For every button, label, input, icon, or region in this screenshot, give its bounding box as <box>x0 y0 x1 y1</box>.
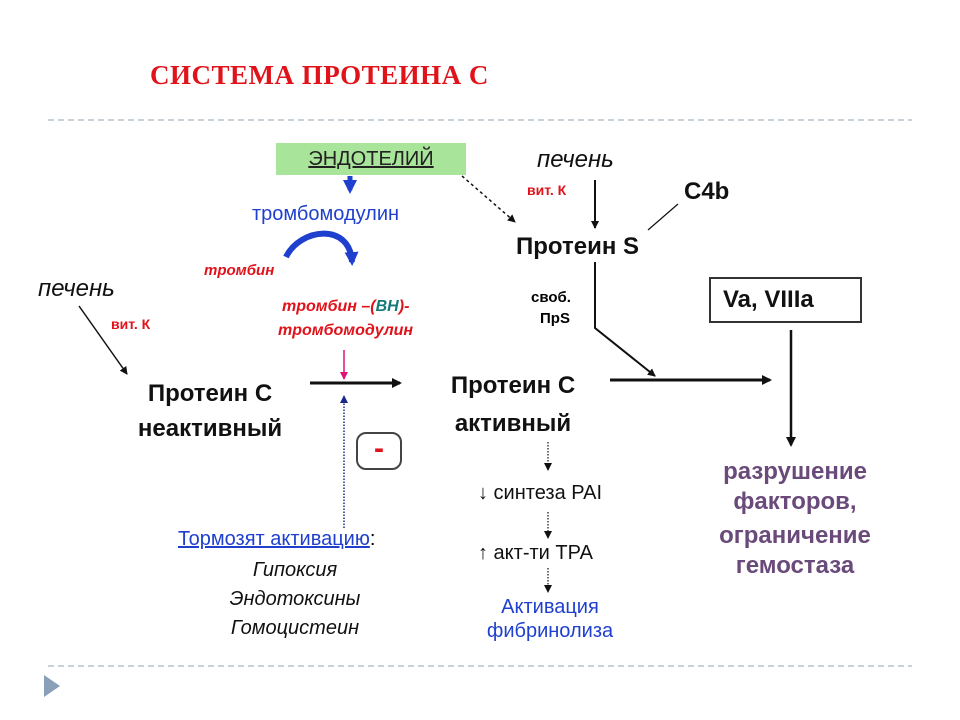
protein-c-active-1: Протеин С <box>450 372 576 399</box>
inhibitor-item: Эндотоксины <box>229 588 361 610</box>
inhibitor-item: Гипоксия <box>252 559 338 581</box>
complex-part-bh: ВН <box>375 298 399 315</box>
complex-line-1: тромбин –(ВН)- <box>282 298 409 316</box>
c4b-line <box>647 203 679 231</box>
protein-c-active-2: активный <box>454 410 572 437</box>
liver-left-arrow <box>78 305 128 375</box>
liver-right-label: печень <box>537 146 614 173</box>
protein-s-arrow <box>594 262 656 377</box>
complex-part-thrombin: тромбин –( <box>282 298 376 315</box>
result-line: ограничение <box>719 522 871 549</box>
vitk-right-label: вит. К <box>527 182 567 198</box>
complex-line-2: тромбомодулин <box>278 322 414 339</box>
free-ps-1: своб. <box>531 289 571 306</box>
protein-c-inactive-2: неактивный <box>137 415 283 442</box>
result-line: факторов, <box>733 488 857 515</box>
result-line: разрушение <box>723 458 867 485</box>
endothelium-dotted-arrow <box>461 175 516 223</box>
c4b-label: С4b <box>684 178 730 205</box>
endothelium-label: ЭНДОТЕЛИЙ <box>276 143 466 175</box>
result-line: гемостаза <box>735 552 855 579</box>
thrombomodulin-label: тромбомодулин <box>252 203 400 225</box>
protein-s-label: Протеин S <box>516 233 639 260</box>
pai-label: ↓ синтеза PAI <box>478 482 602 504</box>
fibrinolysis-2: фибринолиза <box>486 620 614 642</box>
tpa-label: ↑ акт-ти ТРА <box>478 542 593 564</box>
factors-box: Va, VIIIa <box>709 277 862 323</box>
protein-c-inactive-1: Протеин С <box>147 380 273 407</box>
thrombin-label: тромбин <box>204 262 275 279</box>
inhibitors-heading: Тормозят активацию: <box>178 528 375 551</box>
inhibitors-colon: : <box>369 528 376 550</box>
complex-part-dash: )- <box>398 298 410 315</box>
vitk-left-label: вит. К <box>111 316 151 332</box>
inhibitors-label: Тормозят активацию <box>178 528 370 550</box>
free-ps-2: ПрS <box>540 310 570 327</box>
liver-left-label: печень <box>38 275 115 302</box>
fibrinolysis-1: Активация <box>501 596 599 618</box>
minus-sign: - <box>356 432 402 470</box>
slide-title: СИСТЕМА ПРОТЕИНА С <box>150 60 489 90</box>
triangle-bullet-icon <box>44 675 60 697</box>
thrombin-curved-arrow <box>283 230 359 266</box>
inhibitor-item: Гомоцистеин <box>230 617 360 639</box>
